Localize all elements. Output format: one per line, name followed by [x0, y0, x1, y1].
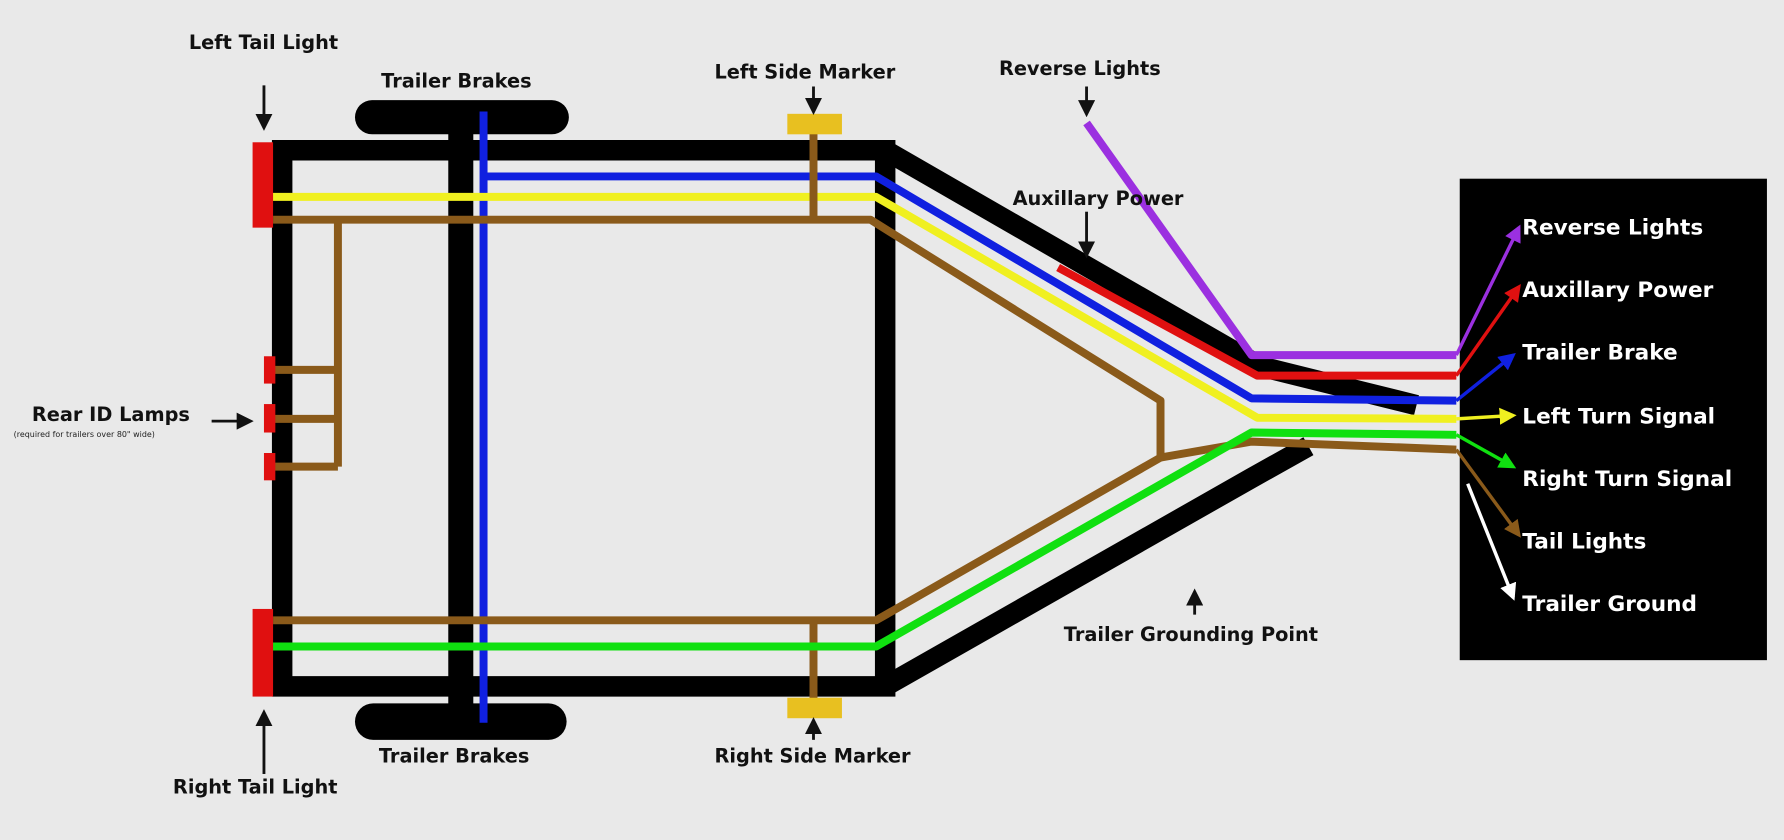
trailer-frame [271, 130, 1419, 712]
brown-wire-id [273, 221, 342, 471]
top-tire [354, 100, 569, 135]
red-wire [1056, 263, 1457, 380]
yellow-wire [267, 192, 1457, 423]
label-auxiliary-power: Auxillary Power [1013, 187, 1184, 210]
left-side-marker-lamp [787, 113, 842, 135]
blue-wire [483, 172, 1457, 405]
brown-wire-bottom [273, 454, 1163, 625]
legend-auxiliary-power: Auxillary Power [1522, 278, 1713, 303]
label-left-tail-light: Left Tail Light [189, 31, 338, 54]
right-side-marker-lamp [787, 697, 842, 719]
label-right-side-marker: Right Side Marker [715, 745, 912, 768]
label-reverse-lights: Reverse Lights [999, 57, 1161, 80]
legend-trailer-brake: Trailer Brake [1522, 341, 1677, 366]
pointer-arrows [211, 85, 1204, 774]
id-lamp [263, 453, 276, 481]
legend-left-turn-signal: Left Turn Signal [1522, 404, 1715, 429]
legend-reverse-lights: Reverse Lights [1522, 215, 1703, 240]
id-lamp [263, 356, 276, 384]
purple-wire [1083, 120, 1457, 360]
id-lamp [263, 404, 276, 433]
label-right-tail-light: Right Tail Light [173, 775, 338, 798]
right-tail-lamp [252, 608, 274, 697]
legend-trailer-ground: Trailer Ground [1522, 592, 1697, 617]
wiring [261, 111, 1457, 723]
label-rear-id-note: (required for trailers over 80" wide) [14, 430, 155, 439]
label-rear-id-lamps: Rear ID Lamps [32, 403, 190, 426]
bottom-tire [354, 703, 567, 740]
label-left-side-marker: Left Side Marker [715, 61, 896, 84]
legend-tail-lights: Tail Lights [1522, 530, 1646, 555]
label-trailer-brakes-bottom: Trailer Brakes [379, 745, 529, 768]
green-wire [261, 428, 1457, 651]
brown-wire-top [273, 215, 1457, 462]
label-trailer-brakes-top: Trailer Brakes [381, 70, 531, 93]
legend-right-turn-signal: Right Turn Signal [1522, 467, 1732, 492]
left-tail-lamp [252, 142, 274, 228]
label-trailer-grounding-point: Trailer Grounding Point [1064, 623, 1318, 646]
legend-arrows [1454, 224, 1521, 601]
